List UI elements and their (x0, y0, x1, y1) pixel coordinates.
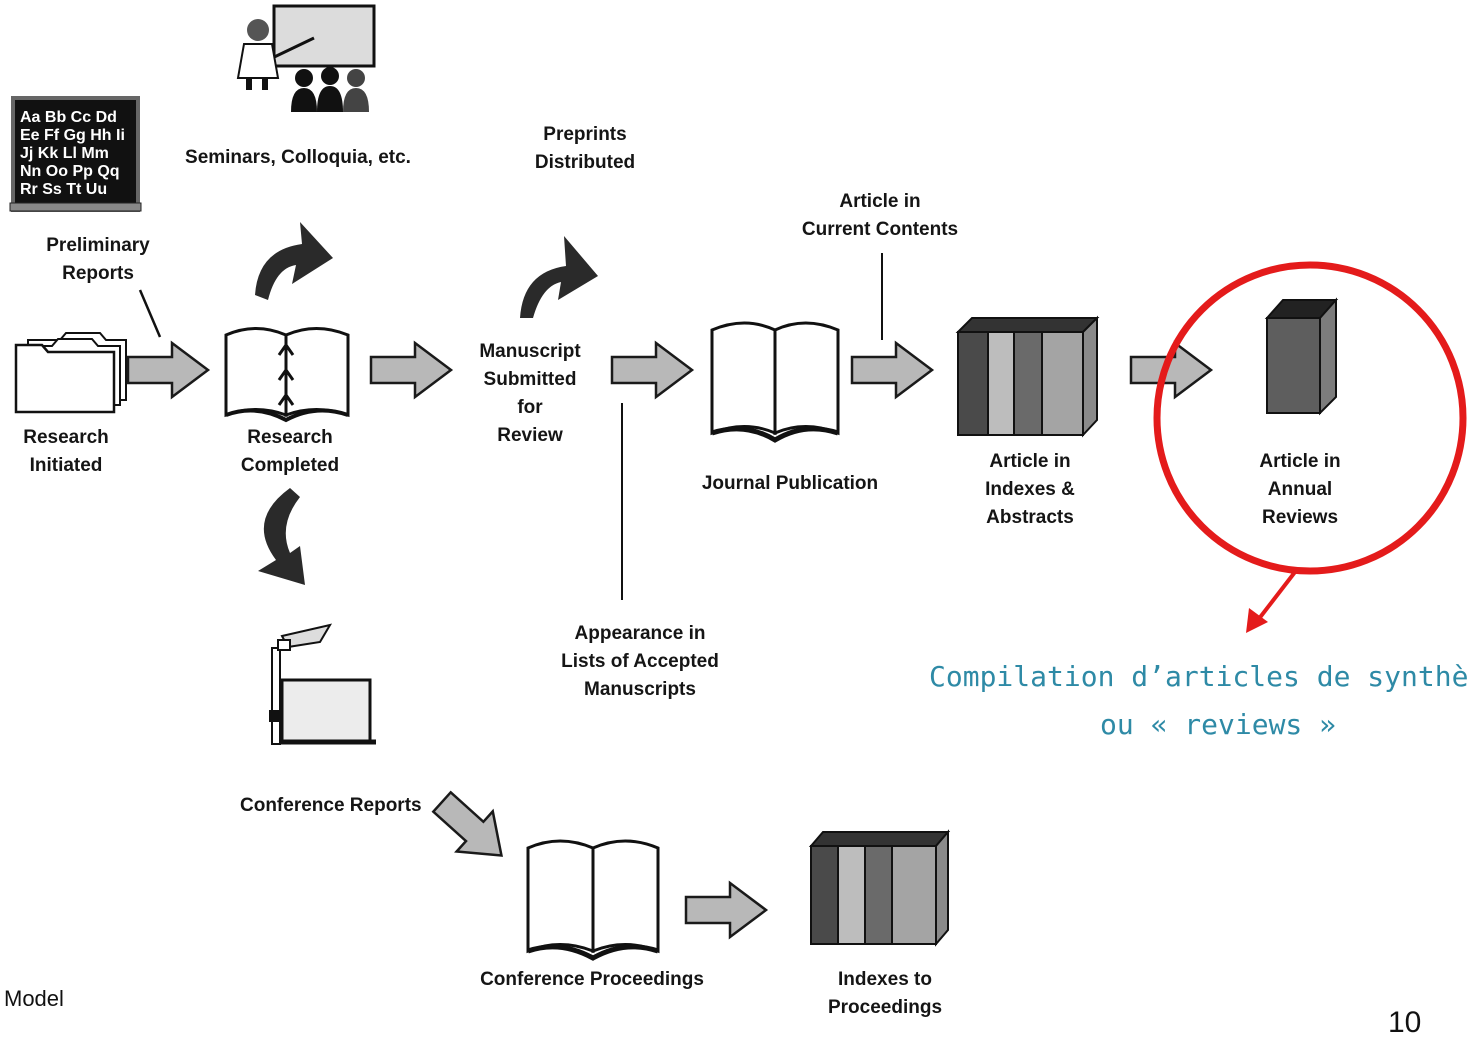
chalkboard-line: Aa Bb Cc Dd (20, 109, 117, 126)
arrow-manuscript-to-journal (610, 341, 694, 399)
folder-icon (14, 332, 127, 414)
journal-book-icon (710, 321, 840, 443)
page-number: 10 (1388, 1006, 1422, 1039)
proceedings-book-icon (526, 839, 660, 961)
indexes-books-icon (955, 315, 1100, 438)
curved-arrow-to-conference (258, 488, 305, 585)
conference-proceedings-label: Conference Proceedings (480, 969, 704, 990)
chalkboard-line: Jj Kk Ll Mm (20, 145, 109, 162)
arrow-proceedings-to-indexes (684, 881, 768, 939)
preliminary-pointer-line (138, 289, 162, 338)
chalkboard-line: Ee Ff Gg Hh Ii (20, 127, 125, 144)
indexes-proceedings-books-icon (808, 829, 951, 947)
chalkboard-line: Nn Oo Pp Qq (20, 163, 120, 180)
conference-reports-label: Conference Reports (240, 795, 422, 816)
footer-model-text: Model (4, 986, 64, 1011)
journal-publication-label: Journal Publication (701, 473, 879, 494)
research-completed-book-icon (224, 327, 350, 423)
seminar-icon (236, 4, 376, 112)
arrow-journal-to-indexes (850, 341, 934, 399)
seminars-label: Seminars, Colloquia, etc. (185, 147, 411, 168)
overhead-projector-icon (269, 623, 376, 745)
annotation-line-1: Compilation d’articles de synthè (929, 660, 1469, 693)
curved-arrow-to-preprints (520, 236, 598, 318)
curved-arrow-to-seminars (255, 222, 333, 300)
arrow-initiated-to-completed (126, 341, 210, 399)
annotation-line-2: ou « reviews » (1100, 708, 1337, 741)
chalkboard-line: Rr Ss Tt Uu (20, 181, 107, 198)
annual-review-book-icon (1264, 297, 1339, 416)
highlight-circle (1153, 261, 1467, 633)
arrow-completed-to-manuscript (369, 341, 453, 399)
